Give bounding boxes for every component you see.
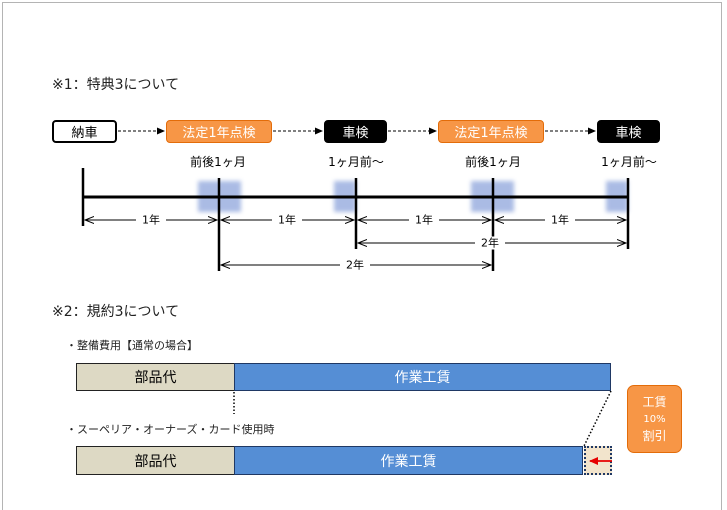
window-label-2: 1ヶ月前〜 <box>328 155 384 169</box>
event-shaken-1: 車検 <box>324 120 387 143</box>
window-label-4: 1ヶ月前〜 <box>601 155 657 169</box>
discount-portion <box>584 446 612 475</box>
card-cost-caption: ・スーペリア・オーナーズ・カード使用時 <box>66 423 275 436</box>
span-label-2: 1年 <box>272 213 302 227</box>
callout-line-2: 10% <box>643 413 666 425</box>
span-label-4: 1年 <box>545 213 575 227</box>
normal-cost-caption: ・整備費用【通常の場合】 <box>66 339 198 352</box>
event-inspection-2: 法定1年点検 <box>438 120 544 143</box>
discount-callout: 工賃 10% 割引 <box>627 385 682 453</box>
callout-line-3: 割引 <box>642 428 667 443</box>
section2-heading: ※2：規約3について <box>52 304 180 320</box>
span-label-3: 1年 <box>409 213 439 227</box>
card-labor-bar: 作業工賃 <box>234 446 583 475</box>
normal-parts-bar: 部品代 <box>76 363 235 391</box>
span-label-1: 1年 <box>136 213 166 227</box>
two-year-label-2: 2年 <box>340 258 370 272</box>
callout-line-1: 工賃 <box>642 394 667 409</box>
window-label-1: 前後1ヶ月 <box>190 155 246 169</box>
section1-heading: ※1：特典3について <box>52 77 180 93</box>
two-year-label-1: 2年 <box>475 236 505 250</box>
event-delivery: 納車 <box>52 120 117 143</box>
window-label-3: 前後1ヶ月 <box>465 155 521 169</box>
card-parts-bar: 部品代 <box>76 446 235 475</box>
event-inspection-1: 法定1年点検 <box>166 120 272 143</box>
event-shaken-2: 車検 <box>597 120 660 143</box>
normal-labor-bar: 作業工賃 <box>234 363 611 391</box>
